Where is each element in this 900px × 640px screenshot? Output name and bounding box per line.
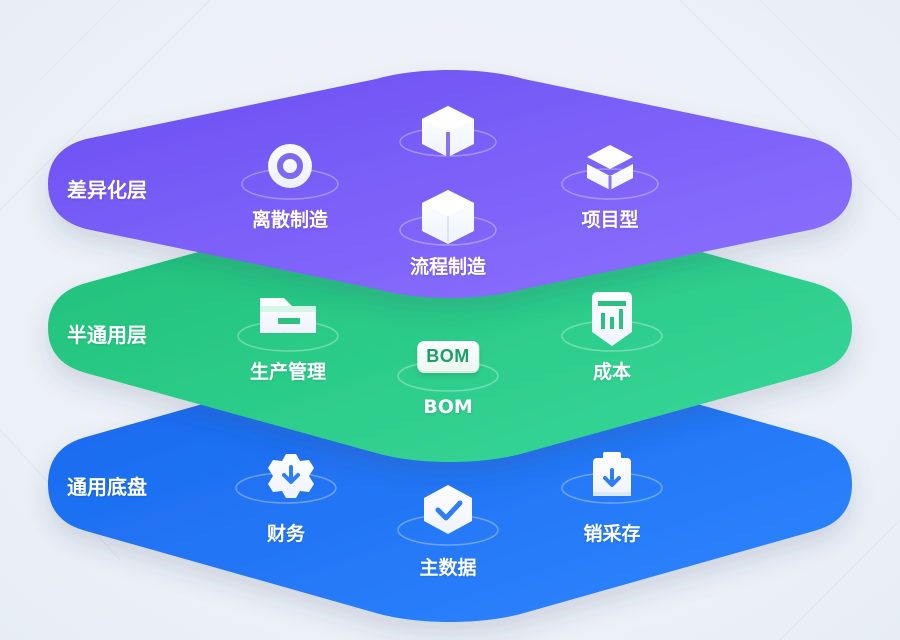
- finance-label: 财务: [266, 523, 306, 545]
- sales-purchase-inventory-label: 销采存: [583, 523, 641, 545]
- process-manufacturing-label: 流程制造: [409, 256, 487, 278]
- differentiation-layer-title: 差异化层: [67, 178, 147, 202]
- layers-icon: [587, 145, 633, 190]
- bar-chart-icon: [592, 292, 632, 346]
- icon-pedestals: [235, 127, 663, 546]
- semi-common-layer-title: 半通用层: [67, 323, 147, 347]
- target-icon: [268, 144, 312, 188]
- bom-label: BOM: [423, 396, 473, 418]
- foundation-layer-title: 通用底盘: [67, 475, 147, 499]
- gear-download-icon: [268, 454, 314, 498]
- project-type-label: 项目型: [581, 209, 639, 231]
- discrete-manufacturing-label: 离散制造: [251, 209, 329, 231]
- bom-badge-text: BOM: [417, 341, 479, 373]
- cube-icon: [422, 190, 474, 244]
- cost-label: 成本: [592, 361, 632, 383]
- shield-check-icon: [424, 485, 472, 534]
- briefcase-download-icon: [593, 452, 631, 496]
- differentiation-layer-plate: [48, 70, 852, 298]
- bom-badge-icon: BOM: [417, 341, 479, 373]
- box-icon: [422, 106, 474, 157]
- production-management-label: 生产管理: [249, 361, 327, 383]
- master-data-label: 主数据: [419, 557, 477, 579]
- folder-icon: [260, 298, 316, 333]
